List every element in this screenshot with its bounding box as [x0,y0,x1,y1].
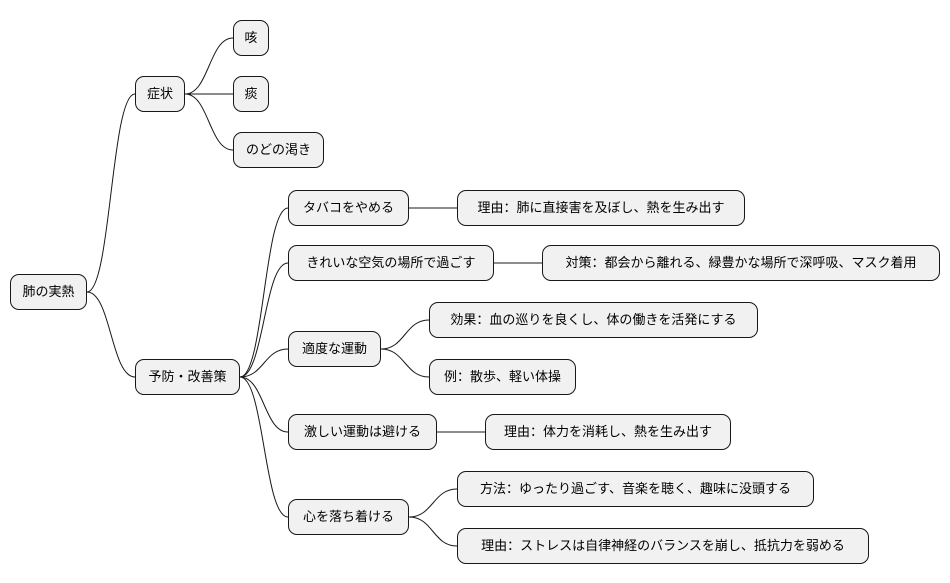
edge-symptoms-cough [184,37,234,95]
calm-mind-node: 心を落ち着ける [288,499,409,535]
edge-prevention-moderate-exercise [239,348,289,378]
moderate-exercise-node: 適度な運動 [288,331,381,367]
avoid-intense-exercise-reason-node: 理由：体力を消耗し、熱を生み出す [485,414,731,450]
edge-calm-mind-method [408,488,458,518]
clean-air-measure-node: 対策：都会から離れる、緑豊かな場所で深呼吸、マスク着用 [542,245,940,281]
quit-smoking-node: タバコをやめる [288,190,409,226]
symptom-phlegm-node: 痰 [233,76,269,112]
edge-exercise-effect [380,319,430,350]
edge-calm-mind-reason [408,516,458,547]
edge-root-prevention [86,291,136,378]
quit-smoking-reason-node: 理由：肺に直接害を及ぼし、熱を生み出す [457,190,745,226]
root-node: 肺の実熱 [10,274,87,310]
edge-root-symptoms [86,93,136,293]
calm-mind-reason-node: 理由：ストレスは自律神経のバランスを崩し、抵抗力を弱める [457,528,869,564]
clean-air-node: きれいな空気の場所で過ごす [288,245,494,281]
symptoms-node: 症状 [135,76,185,112]
edge-prevention-quit-smoking [239,207,289,378]
edge-symptoms-thirst [184,93,234,151]
avoid-intense-exercise-node: 激しい運動は避ける [288,414,437,450]
moderate-exercise-example-node: 例：散歩、軽い体操 [429,359,576,395]
edge-prevention-calm-mind [239,376,289,518]
moderate-exercise-effect-node: 効果：血の巡りを良くし、体の働きを活発にする [429,302,758,338]
edge-prevention-avoid-intense [239,376,289,433]
prevention-node: 予防・改善策 [135,359,240,395]
calm-mind-method-node: 方法：ゆったり過ごす、音楽を聴く、趣味に没頭する [457,471,814,507]
symptom-thirst-node: のどの渇き [233,132,324,168]
symptom-cough-node: 咳 [233,20,269,56]
edge-exercise-example [380,348,430,378]
edge-prevention-clean-air [239,262,289,378]
